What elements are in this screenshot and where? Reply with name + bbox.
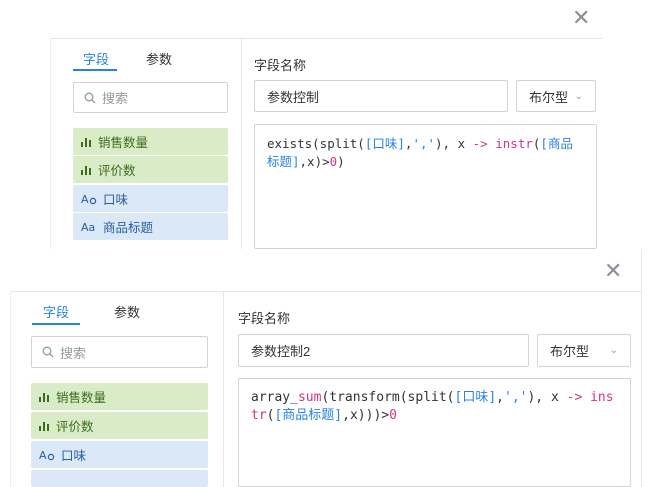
field-item[interactable] xyxy=(31,470,208,487)
field-item[interactable]: Aa 商品标题 xyxy=(73,213,228,240)
measure-bar-icon xyxy=(81,137,92,147)
search-icon xyxy=(84,92,96,104)
expression-token xyxy=(582,390,590,405)
close-icon[interactable]: ✕ xyxy=(604,258,623,283)
formula-panel-2: ✕ 字段 参数 搜索 销售数量 评价数 A 口味 字段名称 参数控制2 布尔 xyxy=(0,249,658,487)
field-name-input[interactable]: 参数控制2 xyxy=(238,334,529,367)
field-name-label: 字段名称 xyxy=(254,58,307,73)
field-item[interactable]: 评价数 xyxy=(31,412,208,439)
divider xyxy=(641,249,642,487)
svg-text:A: A xyxy=(39,449,47,461)
expression-editor[interactable]: array_sum(transform(split([口味],','), x -… xyxy=(238,378,631,487)
tab-active-underline xyxy=(73,69,117,71)
type-select-value: 布尔型 xyxy=(529,89,569,105)
field-label: 销售数量 xyxy=(98,136,149,150)
expression-token: sum xyxy=(297,390,322,405)
text-param-icon: A xyxy=(81,193,97,205)
expression-token: ,x)))> xyxy=(342,408,390,423)
search-icon xyxy=(42,346,54,358)
search-input[interactable]: 搜索 xyxy=(31,336,208,368)
chevron-down-icon: ⌄ xyxy=(609,345,618,356)
search-placeholder: 搜索 xyxy=(60,345,87,361)
field-label: 评价数 xyxy=(56,420,94,434)
text-param-icon: A xyxy=(39,449,55,461)
divider xyxy=(10,291,642,292)
type-select[interactable]: 布尔型 ⌄ xyxy=(537,334,631,367)
expression-token: [商品标题] xyxy=(274,408,343,423)
divider xyxy=(10,291,11,487)
expression-editor[interactable]: exists(split([口味],','), x -> instr([商品标题… xyxy=(254,124,597,249)
field-name-value: 参数控制 xyxy=(267,89,320,105)
expression-token: [商品标题] xyxy=(267,136,573,169)
field-name-label: 字段名称 xyxy=(238,311,291,326)
search-input[interactable]: 搜索 xyxy=(73,82,228,113)
tab-fields[interactable]: 字段 xyxy=(43,305,70,320)
expression-token: ), x xyxy=(435,136,473,151)
expression-token: ',' xyxy=(412,136,436,151)
field-item[interactable]: 销售数量 xyxy=(73,128,228,155)
field-label: 口味 xyxy=(103,193,129,207)
tab-fields[interactable]: 字段 xyxy=(83,52,110,67)
field-item[interactable]: 评价数 xyxy=(73,156,228,183)
expression-token: [口味] xyxy=(364,136,405,151)
field-label: 口味 xyxy=(61,449,87,463)
svg-text:A: A xyxy=(81,193,89,205)
field-label: 评价数 xyxy=(98,164,136,178)
search-placeholder: 搜索 xyxy=(102,91,129,106)
expression-token: ,x)> xyxy=(299,154,330,169)
expression-token: [口味] xyxy=(454,390,497,405)
tab-params[interactable]: 参数 xyxy=(146,52,173,67)
expression-token: ',' xyxy=(504,390,528,405)
expression-token: array_ xyxy=(251,390,298,405)
expression-token: instr xyxy=(251,390,614,423)
expression-token: 0 xyxy=(389,408,397,423)
field-name-value: 参数控制2 xyxy=(251,344,311,359)
text-type-icon: Aa xyxy=(81,221,97,233)
expression-token: ( xyxy=(532,136,541,151)
expression-token: ) xyxy=(337,154,345,169)
expression-token: (transform(split( xyxy=(321,390,455,405)
divider xyxy=(50,38,603,39)
expression-token: -> xyxy=(566,390,583,405)
measure-bar-icon xyxy=(39,392,50,402)
field-item[interactable]: A 口味 xyxy=(73,185,228,212)
field-item[interactable]: 销售数量 xyxy=(31,383,208,410)
field-label: 销售数量 xyxy=(56,391,107,405)
svg-text:Aa: Aa xyxy=(81,221,95,233)
expression-token: , xyxy=(496,390,504,405)
formula-panel-1: ✕ 字段 参数 搜索 销售数量 评价数 A 口味 Aa 商品标题 字段 xyxy=(50,5,603,249)
expression-token: instr xyxy=(495,136,533,151)
divider xyxy=(241,38,242,249)
expression-token: ( xyxy=(266,408,275,423)
tab-params[interactable]: 参数 xyxy=(114,305,141,320)
measure-bar-icon xyxy=(39,421,50,431)
expression-token: 0 xyxy=(329,154,338,169)
measure-bar-icon xyxy=(81,165,92,175)
type-select[interactable]: 布尔型 ⌄ xyxy=(516,80,596,112)
close-icon[interactable]: ✕ xyxy=(572,5,591,30)
field-item[interactable]: A 口味 xyxy=(31,441,208,468)
tab-active-underline xyxy=(32,323,80,325)
field-name-input[interactable]: 参数控制 xyxy=(254,80,508,112)
expression-token: , xyxy=(404,136,413,151)
expression-token: -> xyxy=(472,136,488,151)
chevron-down-icon: ⌄ xyxy=(574,90,583,102)
expression-token: exists(split( xyxy=(267,136,365,151)
divider xyxy=(223,291,224,487)
expression-token: ), x xyxy=(527,390,567,405)
field-label: 商品标题 xyxy=(103,221,154,235)
divider xyxy=(50,38,51,249)
type-select-value: 布尔型 xyxy=(550,344,590,359)
